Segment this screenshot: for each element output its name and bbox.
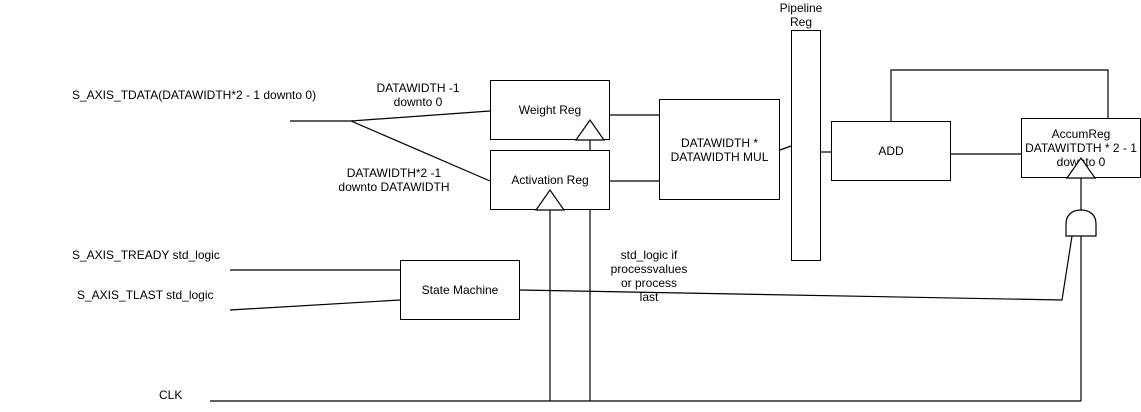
pipeline-reg-block (791, 30, 821, 261)
tdata-label: S_AXIS_TDATA(DATAWIDTH*2 - 1 downto 0) (72, 88, 317, 102)
tready-label: S_AXIS_TREADY std_logic (72, 248, 220, 262)
state-machine-label: State Machine (421, 283, 499, 297)
activation-split-wire (350, 120, 491, 182)
activation-range-label: DATAWIDTH*2 -1 downto DATAWIDTH (338, 166, 450, 194)
weight-range-label: DATAWIDTH -1 downto 0 (376, 81, 460, 109)
weight-clock-triangle-icon (574, 118, 606, 141)
tlast-label: S_AXIS_TLAST std_logic (77, 288, 214, 302)
add-label: ADD (878, 144, 904, 158)
state-signal-label: std_logic if processvalues or process la… (610, 248, 688, 304)
clk-label: CLK (159, 388, 183, 402)
and-gate-icon (1065, 209, 1097, 237)
add-block: ADD (831, 121, 951, 181)
multiplier-block: DATAWIDTH * DATAWIDTH MUL (659, 99, 780, 200)
mul-to-pipeline-wire (779, 145, 792, 151)
state-to-gate-wire (519, 235, 1073, 301)
tlast-wire (229, 299, 401, 311)
activation-clock-triangle-icon (534, 188, 566, 211)
accum-reg-label: AccumReg DATAWITDTH * 2 - 1 downto 0 (1025, 127, 1137, 169)
state-machine-block: State Machine (400, 260, 520, 320)
pipeline-reg-label: Pipeline Reg (779, 1, 823, 29)
accum-clock-triangle-icon (1065, 156, 1097, 179)
weight-reg-label: Weight Reg (518, 103, 582, 117)
activation-reg-label: Activation Reg (511, 173, 589, 187)
weight-split-wire (350, 110, 491, 122)
multiplier-label: DATAWIDTH * DATAWIDTH MUL (670, 135, 769, 164)
